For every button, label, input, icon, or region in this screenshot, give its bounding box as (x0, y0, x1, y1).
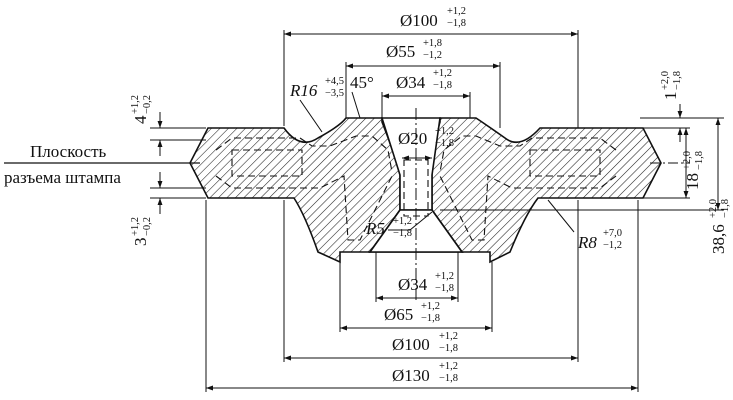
svg-text:Ø130: Ø130 (392, 366, 430, 385)
svg-text:−1,8: −1,8 (393, 228, 412, 239)
dim-d65: Ø65 +1,2 −1,8 (384, 301, 440, 324)
svg-text:+1,2: +1,2 (439, 331, 458, 342)
dim-r5: R5 +1,2 −1,8 (365, 216, 412, 239)
svg-text:Ø34: Ø34 (398, 275, 428, 294)
svg-text:Ø20: Ø20 (398, 129, 427, 148)
svg-text:R8: R8 (577, 233, 597, 252)
svg-text:Ø100: Ø100 (400, 11, 438, 30)
svg-text:−1,8: −1,8 (447, 18, 466, 29)
svg-text:+7,0: +7,0 (603, 228, 622, 239)
dim-d55: Ø55 +1,8 −1,2 (386, 38, 442, 61)
dim-h3: 3 +1,2 −0,2 (130, 217, 153, 246)
svg-text:+2,0: +2,0 (708, 199, 719, 218)
parting-plane-label-2: разъема штампа (4, 168, 121, 187)
svg-text:−1,8: −1,8 (694, 151, 705, 170)
dim-h1: 1 +2,0 −1,8 (660, 71, 683, 100)
svg-text:−1,8: −1,8 (439, 343, 458, 354)
svg-text:R5: R5 (365, 219, 385, 238)
svg-text:+1,2: +1,2 (130, 217, 141, 236)
svg-text:Ø100: Ø100 (392, 335, 430, 354)
dim-d20: Ø20 +1,2 −1,8 (398, 126, 454, 149)
dim-d100-bottom: Ø100 +1,2 −1,8 (392, 331, 458, 354)
svg-text:+1,2: +1,2 (433, 68, 452, 79)
dim-d34-top: Ø34 +1,2 −1,8 (396, 68, 452, 92)
svg-text:−1,8: −1,8 (672, 71, 683, 90)
svg-text:−0,2: −0,2 (142, 95, 153, 114)
svg-text:R16: R16 (289, 81, 318, 100)
forging-section (189, 117, 401, 264)
forging-section-right (430, 117, 662, 264)
svg-text:Ø34: Ø34 (396, 73, 426, 92)
svg-text:−3,5: −3,5 (325, 88, 344, 99)
svg-text:−0,2: −0,2 (142, 217, 153, 236)
dim-h4: 4 +1,2 −0,2 (130, 95, 153, 124)
svg-text:+1,2: +1,2 (421, 301, 440, 312)
dim-r8: R8 +7,0 −1,2 (577, 228, 622, 252)
dim-d34-bottom: Ø34 +1,2 −1,8 (398, 271, 454, 294)
svg-text:−1,8: −1,8 (421, 313, 440, 324)
svg-text:+4,5: +4,5 (325, 76, 344, 87)
dim-d130: Ø130 +1,2 −1,8 (392, 361, 458, 385)
svg-text:+1,8: +1,8 (423, 38, 442, 49)
svg-text:−1,8: −1,8 (720, 199, 731, 218)
dim-d100-top: Ø100 +1,2 −1,8 (400, 6, 466, 30)
svg-text:−1,2: −1,2 (423, 50, 442, 61)
svg-text:38,6: 38,6 (709, 224, 728, 254)
parting-plane-label-1: Плоскость (30, 142, 107, 161)
svg-text:+1,2: +1,2 (130, 95, 141, 114)
svg-text:−1,8: −1,8 (439, 373, 458, 384)
svg-text:−1,2: −1,2 (603, 240, 622, 251)
svg-text:+2,0: +2,0 (682, 151, 693, 170)
dim-r16: R16 +4,5 −3,5 (289, 76, 344, 100)
svg-text:−1,8: −1,8 (435, 138, 454, 149)
svg-text:+2,0: +2,0 (660, 71, 671, 90)
svg-text:+1,2: +1,2 (393, 216, 412, 227)
svg-text:−1,8: −1,8 (433, 80, 452, 91)
svg-text:+1,2: +1,2 (447, 6, 466, 17)
dimension-lines (150, 30, 724, 392)
svg-text:+1,2: +1,2 (435, 271, 454, 282)
svg-text:Ø55: Ø55 (386, 42, 415, 61)
svg-text:1: 1 (661, 92, 680, 101)
svg-text:+1,2: +1,2 (439, 361, 458, 372)
svg-text:+1,2: +1,2 (435, 126, 454, 137)
svg-text:3: 3 (131, 238, 150, 247)
dim-angle-45: 45° (350, 73, 374, 92)
svg-text:4: 4 (131, 115, 150, 124)
dim-h38: 38,6 +2,0 −1,8 (708, 199, 731, 254)
svg-text:Ø65: Ø65 (384, 305, 413, 324)
svg-text:18: 18 (683, 173, 702, 190)
dim-h18: 18 +2,0 −1,8 (682, 151, 705, 190)
svg-text:−1,8: −1,8 (435, 283, 454, 294)
